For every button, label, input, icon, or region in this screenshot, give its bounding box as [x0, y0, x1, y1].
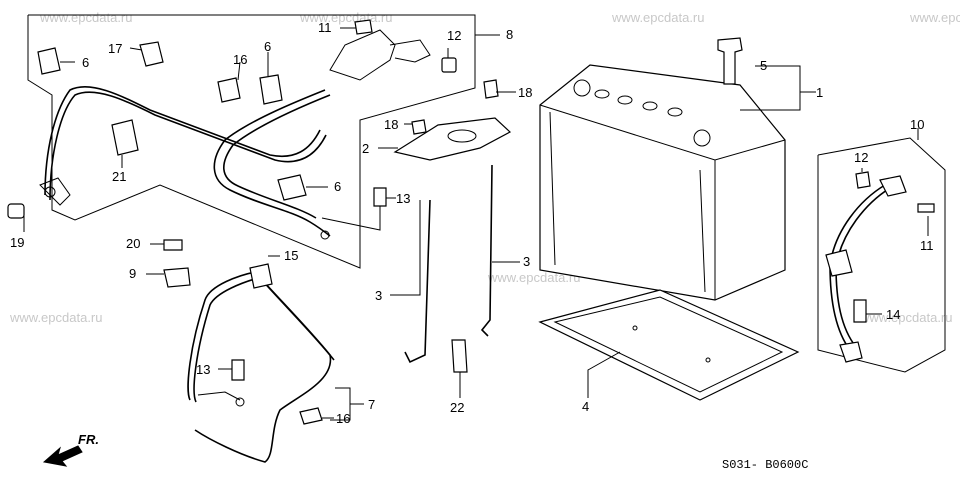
callout-9: 9 [129, 266, 136, 281]
watermark: www.epcdata.ru [39, 10, 133, 25]
watermarks: www.epcdata.ru www.epcdata.ru www.epcdat… [9, 10, 960, 325]
hardware [7, 79, 935, 381]
callout-13: 13 [196, 362, 210, 377]
watermark: www.epcdata.ru [909, 10, 960, 25]
battery [539, 37, 786, 301]
hold-down-parts [393, 117, 512, 364]
diagram-code: S031- B0600C [722, 458, 808, 472]
watermark: www.epcdata.ru [9, 310, 103, 325]
callout-15: 15 [284, 248, 298, 263]
callout-20: 20 [126, 236, 140, 251]
callout-4: 4 [582, 399, 589, 414]
callout-12: 12 [447, 28, 461, 43]
front-arrow: FR. [42, 432, 99, 467]
callout-11: 11 [920, 238, 934, 253]
callout-17: 17 [108, 41, 122, 56]
right-cable [825, 175, 907, 363]
lower-harness [187, 263, 335, 463]
watermark: www.epcdata.ru [611, 10, 705, 25]
watermark: www.epcdata.ru [487, 270, 581, 285]
callout-12: 12 [854, 150, 868, 165]
clips-top [37, 19, 457, 201]
callout-16: 16 [336, 411, 350, 426]
callout-13: 13 [396, 191, 410, 206]
battery-tray [538, 289, 800, 401]
callout-18: 18 [518, 85, 532, 100]
callout-5: 5 [760, 58, 767, 73]
watermark: www.epcdata.ru [299, 10, 393, 25]
callout-11: 11 [318, 20, 332, 35]
callout-3: 3 [523, 254, 530, 269]
callout-6: 6 [264, 39, 271, 54]
callout-1: 1 [816, 85, 823, 100]
group-frame-10 [817, 128, 946, 373]
leader-lines [23, 27, 929, 421]
callout-3: 3 [375, 288, 382, 303]
callout-16: 16 [233, 52, 247, 67]
callout-10: 10 [910, 117, 924, 132]
callout-19: 19 [10, 235, 24, 250]
main-harness [39, 29, 431, 240]
callout-18: 18 [384, 117, 398, 132]
callout-numbers: 1 2 3 3 4 5 6 6 6 7 8 9 10 11 11 12 12 1… [10, 20, 934, 426]
group-frame-8 [27, 14, 500, 269]
callout-21: 21 [112, 169, 126, 184]
callout-6: 6 [334, 179, 341, 194]
watermark: www.epcdata.ru [859, 310, 953, 325]
front-label: FR. [78, 432, 99, 447]
callout-14: 14 [886, 307, 900, 322]
callout-8: 8 [506, 27, 513, 42]
callout-2: 2 [362, 141, 369, 156]
callout-22: 22 [450, 400, 464, 415]
callout-7: 7 [368, 397, 375, 412]
callout-6: 6 [82, 55, 89, 70]
